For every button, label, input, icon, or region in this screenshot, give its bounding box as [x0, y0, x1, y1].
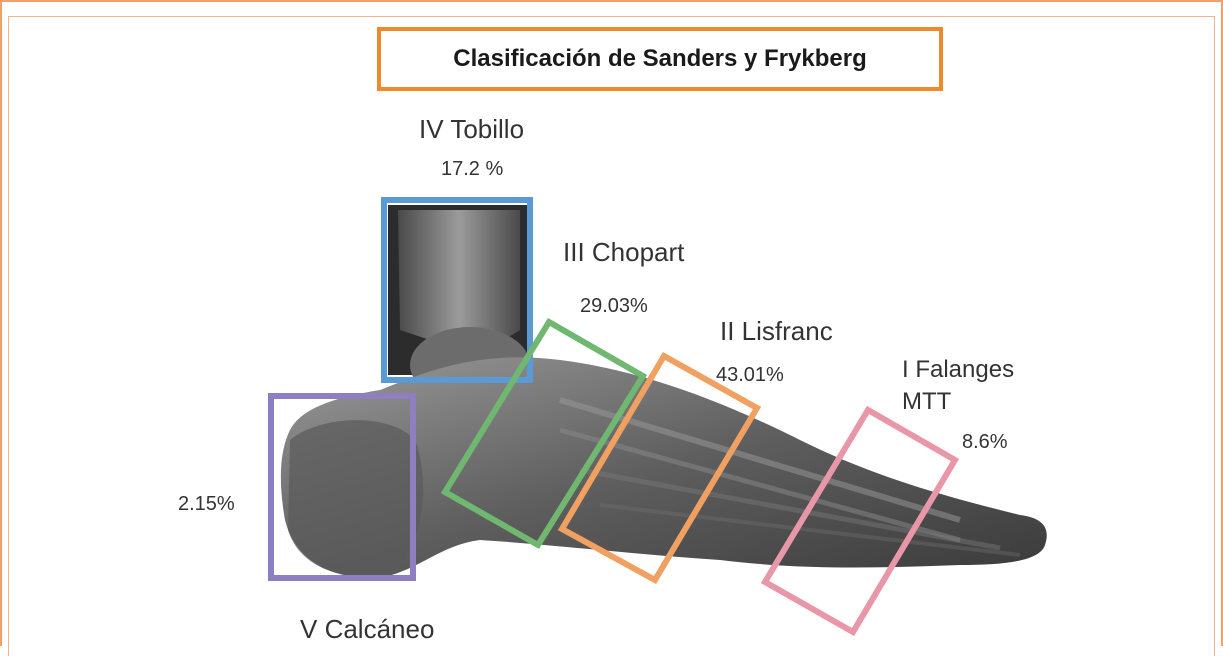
metatarsal-streak — [599, 503, 1021, 557]
calcaneus-bone — [288, 420, 424, 576]
region-box-II — [557, 351, 762, 585]
percent-tobillo: 17.2 % — [441, 158, 504, 180]
label-tobillo: IV Tobillo — [419, 114, 525, 144]
title-box: Clasificación de Sanders y Frykberg — [377, 27, 943, 91]
metatarsal-streak — [579, 467, 1001, 551]
inner-frame — [8, 16, 1215, 656]
region-box-III — [440, 317, 648, 550]
region-box-IV — [381, 197, 533, 383]
region-box-V — [268, 393, 416, 581]
label-falanges: I Falanges — [902, 356, 1015, 383]
percent-falanges: 8.6% — [962, 431, 1008, 453]
tibia-bone — [398, 210, 520, 345]
foot-silhouette — [280, 357, 1047, 579]
percent-calcaneo: 2.15% — [178, 493, 235, 515]
label-chopart: III Chopart — [563, 237, 685, 267]
label-calcaneo: V Calcáneo — [300, 614, 435, 644]
percent-chopart: 29.03% — [580, 295, 648, 317]
label-falanges-mtt: MTT — [902, 388, 952, 415]
percent-lisfranc: 43.01% — [716, 364, 784, 386]
foot-xray-image — [280, 205, 1047, 579]
label-lisfranc: II Lisfranc — [720, 316, 833, 346]
metatarsal-streak — [559, 427, 961, 543]
region-box-I — [760, 405, 960, 637]
diagram-title: Clasificación de Sanders y Frykberg — [453, 45, 867, 72]
